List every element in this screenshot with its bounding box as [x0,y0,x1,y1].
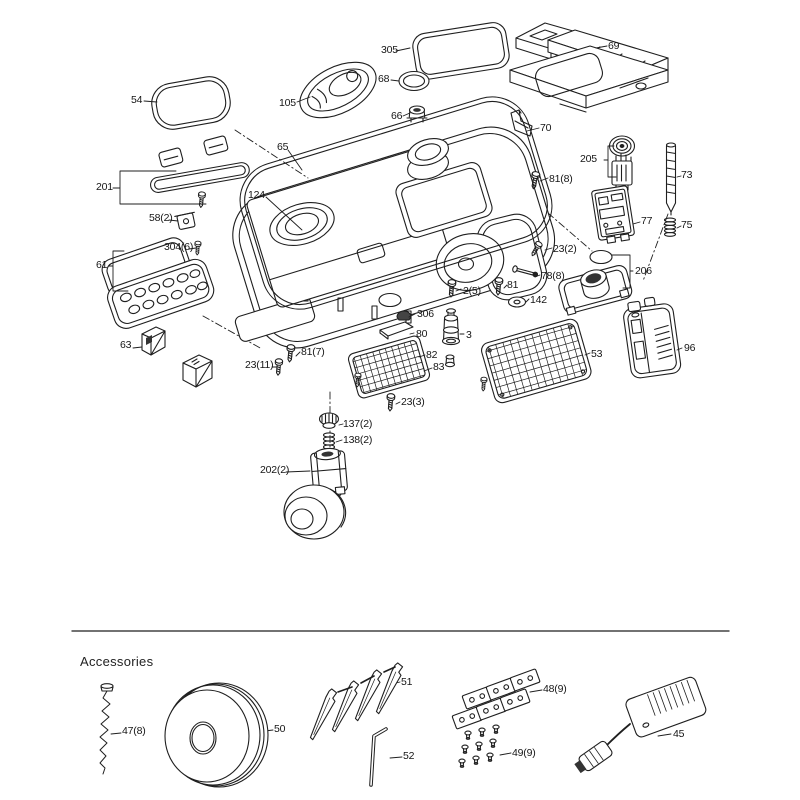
part-label-2-5: 2(5) [463,285,481,297]
part-label-54: 54 [131,94,143,106]
leader-lines [110,45,683,759]
part-306-cap [396,310,412,321]
accessories-section-title: Accessories [80,654,154,669]
part-label-138: 138(2) [343,434,373,446]
part-83-plug [444,354,456,368]
accessory-45-power-supply [574,676,707,774]
part-label-48: 48(9) [543,683,567,695]
part-23-3-screw [385,392,396,412]
part-137-nut [318,412,340,429]
part-78-8-screw [512,265,539,278]
accessory-47-spiral-screw [99,683,114,775]
part-label-70: 70 [540,122,552,134]
part-label-205: 205 [580,153,597,165]
part-label-68: 68 [378,73,390,85]
part-label-49: 49(9) [512,747,536,759]
part-70-bracket [510,109,533,137]
part-206-motor-mount [558,249,633,316]
part-label-306: 306 [417,308,434,320]
part-81-7-screw [285,343,296,363]
part-77-pcb [591,185,635,244]
part-label-77: 77 [641,215,653,227]
part-label-206: 206 [635,265,652,277]
part-label-80: 80 [416,328,428,340]
part-label-124: 124 [248,189,265,201]
part-label-105: 105 [279,97,296,109]
part-label-23-3: 23(3) [401,396,425,408]
part-61-keypad [101,237,215,329]
part-202-caster [283,447,348,540]
part-label-75: 75 [681,219,693,231]
part-label-45: 45 [673,728,685,740]
part-label-83: 83 [433,361,445,373]
part-label-81-7: 81(7) [301,346,325,358]
part-label-69: 69 [608,40,620,52]
part-65-gasket-loop [239,96,553,310]
part-58-clip [174,211,196,230]
part-label-81-8: 81(8) [549,173,573,185]
part-80-plate [379,321,414,340]
part-label-304: 304(6) [164,241,194,253]
part-label-82: 82 [426,349,438,361]
part-73-shaft [665,142,677,216]
accessory-51-pegs [307,661,406,743]
part-105-cover [299,61,377,119]
part-label-78-8: 78(8) [541,270,565,282]
part-205-pulley-connector [608,135,636,191]
small-box-part [182,354,213,388]
accessory-52-hex-key [369,727,388,787]
part-96-battery [623,296,682,379]
part-54-corner-ring [151,76,231,130]
part-label-23-2: 23(2) [553,243,577,255]
part-label-53: 53 [591,348,603,360]
part-label-201: 201 [96,181,113,193]
accessory-49-screws [458,724,500,768]
part-label-202: 202(2) [260,464,290,476]
chassis-cylinder [407,138,449,180]
part-82-grid-tray [347,335,488,399]
label-brackets [108,145,634,292]
part-label-73: 73 [681,169,693,181]
part-69-charging-station [509,22,669,113]
part-label-58: 58(2) [149,212,173,224]
part-75-spring [663,217,677,237]
part-label-137: 137(2) [343,418,373,430]
part-63-connector [141,326,166,356]
part-305-seal-ring [412,22,510,80]
part-142-washer [507,296,527,308]
part-3-bobbin [441,308,461,346]
part-label-51: 51 [401,676,413,688]
part-53-grid-plate [481,318,592,404]
part-label-96: 96 [684,342,696,354]
part-label-66: 66 [391,110,403,122]
part-label-81: 81 [507,279,519,291]
part-label-3: 3 [466,329,472,341]
part-label-63: 63 [120,339,132,351]
part-label-65: 65 [277,141,289,153]
part-label-47: 47(8) [122,725,146,737]
part-label-50: 50 [274,723,286,735]
part-201-handle-assembly [150,135,250,209]
part-label-23-11: 23(11) [245,359,274,371]
part-label-61: 61 [96,259,108,271]
part-68-oval-seal [398,70,430,92]
part-66-cap [406,105,428,123]
accessory-50-wire-spool [164,682,269,788]
part-138-spring [322,432,336,450]
part-label-142: 142 [530,294,547,306]
accessory-48-connector-plates [451,668,541,730]
part-label-52: 52 [403,750,415,762]
part-label-305: 305 [381,44,398,56]
